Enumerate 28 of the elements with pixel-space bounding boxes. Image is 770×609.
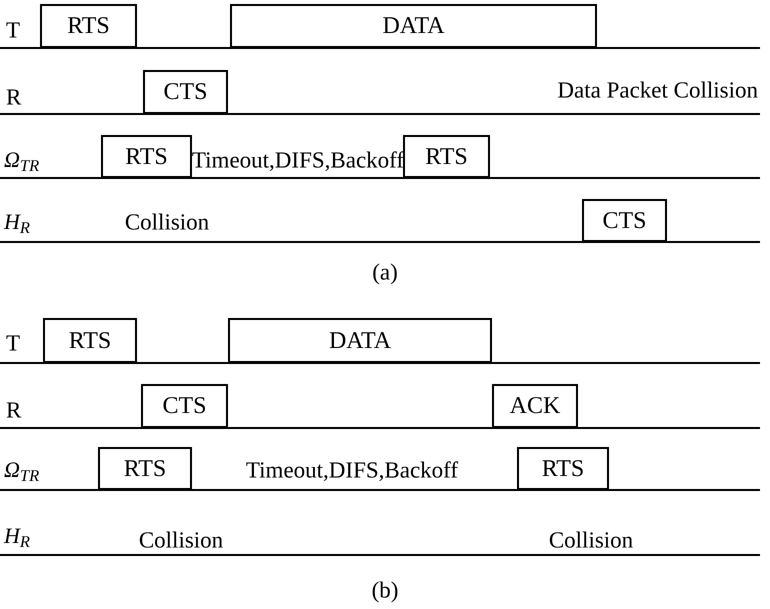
frame-box: RTS <box>517 447 609 490</box>
text-label: R <box>6 86 22 108</box>
text-label: Timeout,DIFS,Backoff <box>192 148 404 172</box>
frame-box: RTS <box>98 447 192 490</box>
frame-box: RTS <box>43 318 137 363</box>
text-label: Data Packet Collision <box>557 78 758 102</box>
frame-box: RTS <box>403 135 490 178</box>
text-label: Collision <box>124 210 210 234</box>
text-label: (b) <box>372 578 398 602</box>
frame-box: RTS <box>101 135 192 178</box>
row-label: Ω$_{TR}$ <box>4 149 40 171</box>
text-label: T <box>6 332 20 354</box>
row-label: H$_{R}$ <box>4 525 30 547</box>
frame-box: CTS <box>582 199 667 242</box>
frame-box: RTS <box>40 4 137 48</box>
row-label: H$_{R}$ <box>4 211 30 233</box>
frame-box: CTS <box>141 384 228 428</box>
frame-box: DATA <box>228 318 492 363</box>
frame-box: ACK <box>492 384 578 428</box>
text-label: Collision <box>138 528 224 552</box>
text-label: T <box>6 18 20 42</box>
text-label: R <box>6 398 22 422</box>
row-label: Ω$_{TR}$ <box>4 459 40 481</box>
text-label: Timeout,DIFS,Backoff <box>246 458 458 482</box>
text-label: Collision <box>548 528 634 552</box>
frame-box: DATA <box>230 4 597 48</box>
frame-box: CTS <box>143 70 228 114</box>
text-label: (a) <box>372 260 398 284</box>
